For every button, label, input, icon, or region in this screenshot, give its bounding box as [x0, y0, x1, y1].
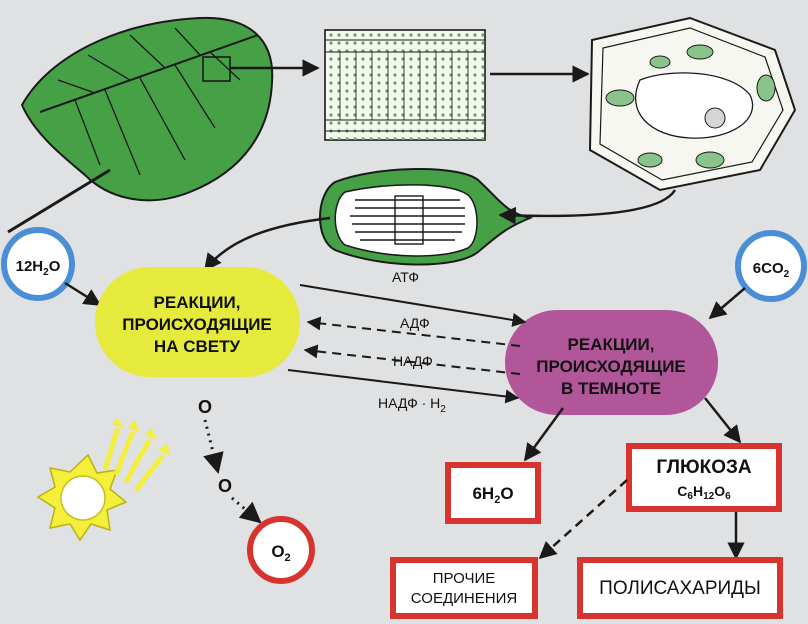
arrow-nadp [303, 344, 521, 375]
dark-reactions-line1: РЕАКЦИИ, [568, 335, 655, 354]
arrow-co2-to-dark [708, 287, 746, 320]
svg-text:6CO2: 6CO2 [753, 260, 790, 280]
oxygen-atom-1: О [198, 397, 212, 417]
sun-icon [36, 418, 170, 542]
svg-text:О2: О2 [271, 542, 290, 564]
arrow-chloroplast-to-light [203, 216, 331, 272]
dark-reactions-line3: В ТЕМНОТЕ [561, 379, 661, 398]
oxygen-molecule-main: О [271, 542, 284, 561]
chloroplast-icon [319, 168, 534, 266]
oxygen-molecule-sub: 2 [285, 552, 291, 564]
co2-reagent-main: 6CO [753, 260, 784, 277]
other-compounds-product: ПРОЧИЕ СОЕДИНЕНИЯ [390, 557, 538, 619]
arrow-adp [306, 316, 521, 347]
arrow-dark-to-glucose [704, 397, 742, 444]
dark-reactions-node: РЕАКЦИИ, ПРОИСХОДЯЩИЕ В ТЕМНОТЕ [505, 310, 718, 415]
arrow-oxygen-2 [231, 496, 262, 524]
oxygen-product: О2 [247, 516, 315, 584]
water-product-sub: 2 [494, 494, 500, 506]
arrow-water-to-light [64, 281, 102, 307]
label-atp: АТФ [392, 269, 419, 285]
glucose-formula: C6H12O6 [677, 483, 731, 502]
svg-text:12H2O: 12H2O [16, 258, 61, 278]
arrow-dark-to-water [523, 407, 565, 462]
leaf-cross-section-icon [324, 29, 486, 141]
light-reactions-line1: РЕАКЦИИ, [154, 293, 241, 312]
arrow-glucose-to-other [538, 479, 628, 560]
label-nadph: НАДФ · Н2 [378, 395, 446, 415]
other-compounds-line1: ПРОЧИЕ [433, 570, 496, 587]
light-reactions-line2: ПРОИСХОДЯЩИЕ [122, 315, 272, 334]
water-reagent-sub: 2 [43, 267, 49, 278]
svg-text:6H2O: 6H2O [472, 484, 513, 506]
polysaccharides-label: ПОЛИСАХАРИДЫ [599, 578, 761, 599]
co2-reagent: 6CO2 [735, 230, 807, 302]
label-nadph-main: НАДФ · Н [378, 395, 440, 411]
dark-reactions-line2: ПРОИСХОДЯЩИЕ [536, 357, 686, 376]
arrow-atp [299, 284, 527, 327]
water-reagent-main: 12H [16, 258, 44, 275]
glucose-product: ГЛЮКОЗА C6H12O6 [626, 443, 782, 512]
glucose-name: ГЛЮКОЗА [656, 457, 752, 478]
water-product-main: 6H [472, 484, 494, 503]
light-reactions-node: РЕАКЦИИ, ПРОИСХОДЯЩИЕ НА СВЕТУ [95, 267, 300, 377]
oxygen-atom-2: О [218, 476, 232, 496]
light-reactions-line3: НА СВЕТУ [154, 337, 241, 356]
water-product-tail: O [500, 484, 513, 503]
water-product: 6H2O [445, 462, 541, 524]
arrow-oxygen-1 [203, 419, 224, 475]
water-reagent: 12H2O [1, 227, 75, 301]
water-reagent-tail: O [49, 258, 61, 275]
label-adp: АДФ [400, 315, 430, 331]
arrow-cell-to-chloroplast [498, 189, 677, 225]
polysaccharides-product: ПОЛИСАХАРИДЫ [577, 557, 783, 619]
label-nadp: НАДФ [393, 353, 433, 369]
other-compounds-line2: СОЕДИНЕНИЯ [411, 590, 517, 607]
plant-cell-icon [588, 16, 797, 192]
label-nadph-sub: 2 [440, 404, 446, 415]
leaf-icon [7, 16, 274, 234]
arrow-nadph [287, 369, 520, 404]
co2-reagent-sub: 2 [784, 269, 790, 280]
